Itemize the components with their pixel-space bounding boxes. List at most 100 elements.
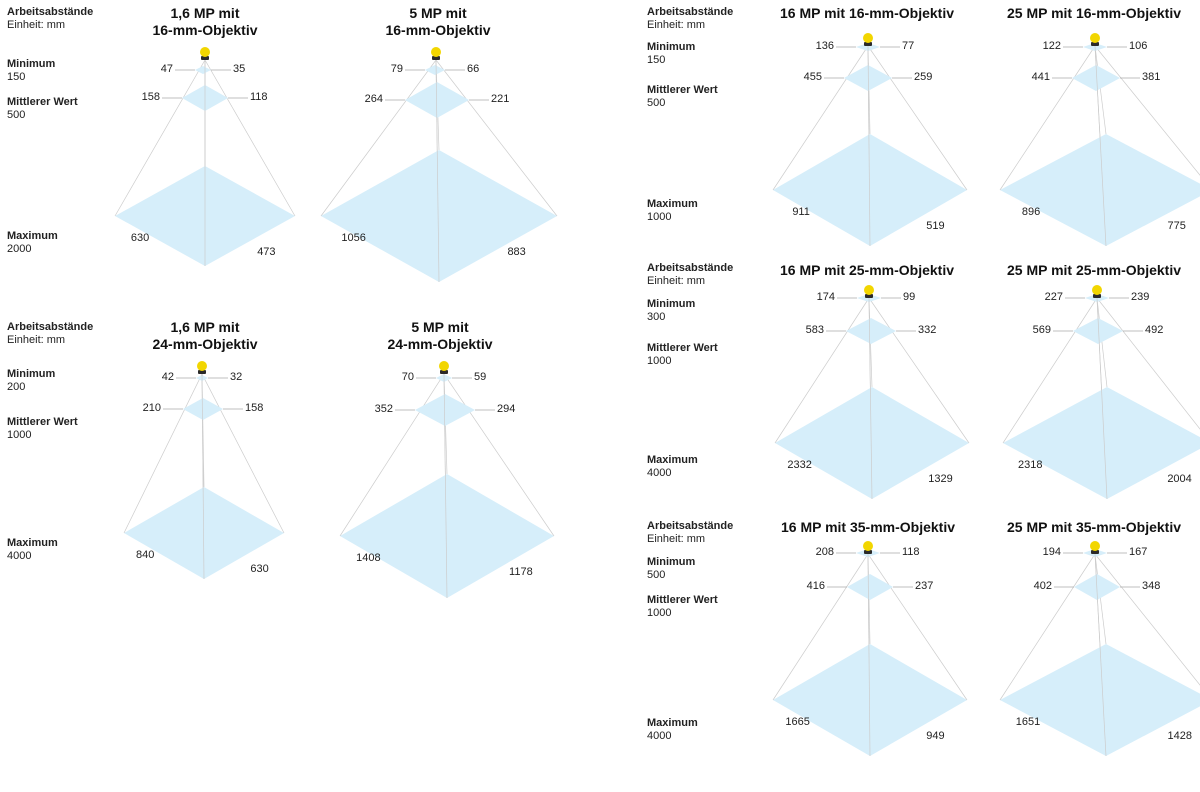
optical-axis-line [867, 45, 871, 247]
fov-plane-max [773, 644, 967, 756]
optical-axis-line [435, 59, 440, 283]
camera-icon [1092, 285, 1102, 295]
dimension-max-height: 883 [507, 246, 526, 258]
working-distance-title: Arbeitsabstände [647, 262, 734, 274]
dimension-min-width: 79 [390, 63, 403, 75]
distance-max-label: Maximum [7, 537, 58, 549]
diagram-title: 16 MP mit 16-mm-Objektiv [752, 5, 982, 22]
fov-guide-line [201, 373, 285, 534]
distance-min-value: 200 [7, 381, 26, 393]
dimension-min-width: 136 [815, 40, 834, 52]
fov-plane-max [1003, 387, 1200, 499]
dimension-max-height: 1178 [509, 566, 533, 578]
fov-plane-mid [415, 394, 475, 426]
fov-guide-line [772, 553, 869, 701]
unit-label: Einheit: mm [647, 533, 706, 545]
diagram-title-line: 16 MP mit 25-mm-Objektiv [779, 262, 955, 278]
dimension-min-height: 239 [1131, 291, 1150, 303]
dimension-mid-height: 348 [1142, 580, 1161, 592]
distance-min-value: 150 [647, 54, 666, 66]
distance-mid-label: Mittlerer Wert [7, 416, 78, 428]
fov-plane-min [425, 65, 445, 75]
camera-icon-base [440, 370, 448, 374]
distance-max-label: Maximum [7, 230, 58, 242]
camera-icon-base [198, 370, 206, 374]
fov-plane-max [775, 387, 969, 499]
diagram-title: 25 MP mit 16-mm-Objektiv [979, 5, 1200, 22]
distance-mid-label: Mittlerer Wert [647, 594, 718, 606]
dimension-max-height: 473 [257, 246, 276, 258]
diagram-title-line: 25 MP mit 35-mm-Objektiv [1006, 519, 1182, 535]
camera-icon-base [432, 56, 440, 60]
optical-axis-line [1094, 45, 1107, 247]
dimension-mid-height: 381 [1142, 71, 1161, 83]
fov-guide-line [868, 297, 970, 444]
dimension-max-height: 1428 [1167, 730, 1192, 742]
unit-label: Einheit: mm [647, 275, 706, 287]
dimension-min-width: 174 [816, 291, 835, 303]
distance-max-value: 4000 [7, 550, 32, 562]
dimension-mid-width: 416 [806, 580, 825, 592]
diagram-title-line: 16-mm-Objektiv [385, 22, 491, 38]
dimension-min-width: 208 [815, 546, 834, 558]
fov-plane-mid [183, 398, 223, 420]
fov-guide-line [204, 59, 296, 217]
dimension-min-height: 59 [474, 371, 487, 383]
working-distance-title: Arbeitsabstände [7, 321, 94, 333]
dimension-max-height: 949 [926, 730, 945, 742]
distance-mid-value: 500 [7, 109, 26, 121]
diagram-title-line: 1,6 MP mit [170, 319, 240, 335]
distance-max-value: 4000 [647, 730, 672, 742]
dimension-max-height: 775 [1167, 220, 1186, 232]
dimension-max-width: 2318 [1018, 459, 1043, 471]
fov-plane-min [195, 66, 211, 74]
working-distance-title: Arbeitsabstände [647, 520, 734, 532]
distance-mid-label: Mittlerer Wert [647, 342, 718, 354]
camera-icon [1090, 541, 1100, 551]
dimension-mid-height: 158 [245, 402, 264, 414]
fov-guide-line [774, 297, 870, 444]
fov-guide-line [1002, 297, 1098, 444]
distance-max-value: 1000 [647, 211, 672, 223]
fov-guide-line [123, 373, 203, 534]
dimension-max-width: 1651 [1015, 716, 1041, 728]
diagram-title-line: 16-mm-Objektiv [152, 22, 258, 38]
dimension-min-height: 66 [467, 63, 480, 75]
dimension-min-width: 227 [1044, 291, 1063, 303]
camera-icon [197, 361, 207, 371]
dimension-min-width: 122 [1042, 40, 1061, 52]
working-distance-title: Arbeitsabstände [7, 6, 94, 18]
dimension-mid-width: 264 [364, 93, 383, 105]
dimension-mid-width: 569 [1032, 324, 1051, 336]
dimension-max-width: 1056 [341, 232, 366, 244]
dimension-min-height: 32 [230, 371, 243, 383]
fov-guide-line [1094, 553, 1107, 645]
distance-mid-value: 500 [647, 97, 666, 109]
fov-guide-line [867, 553, 968, 701]
fov-plane-max [773, 134, 967, 246]
optical-axis-line [868, 297, 873, 500]
dimension-mid-height: 294 [497, 403, 516, 415]
dimension-min-height: 167 [1129, 546, 1148, 558]
unit-label: Einheit: mm [7, 334, 66, 346]
fov-guide-line [320, 59, 437, 217]
camera-icon-base [865, 294, 873, 298]
unit-label: Einheit: mm [647, 19, 706, 31]
camera-icon-base [1093, 294, 1101, 298]
diagram-title-line: 16 MP mit 35-mm-Objektiv [780, 519, 956, 535]
diagram-title: 25 MP mit 35-mm-Objektiv [979, 519, 1200, 536]
fov-plane-mid [1073, 318, 1123, 344]
